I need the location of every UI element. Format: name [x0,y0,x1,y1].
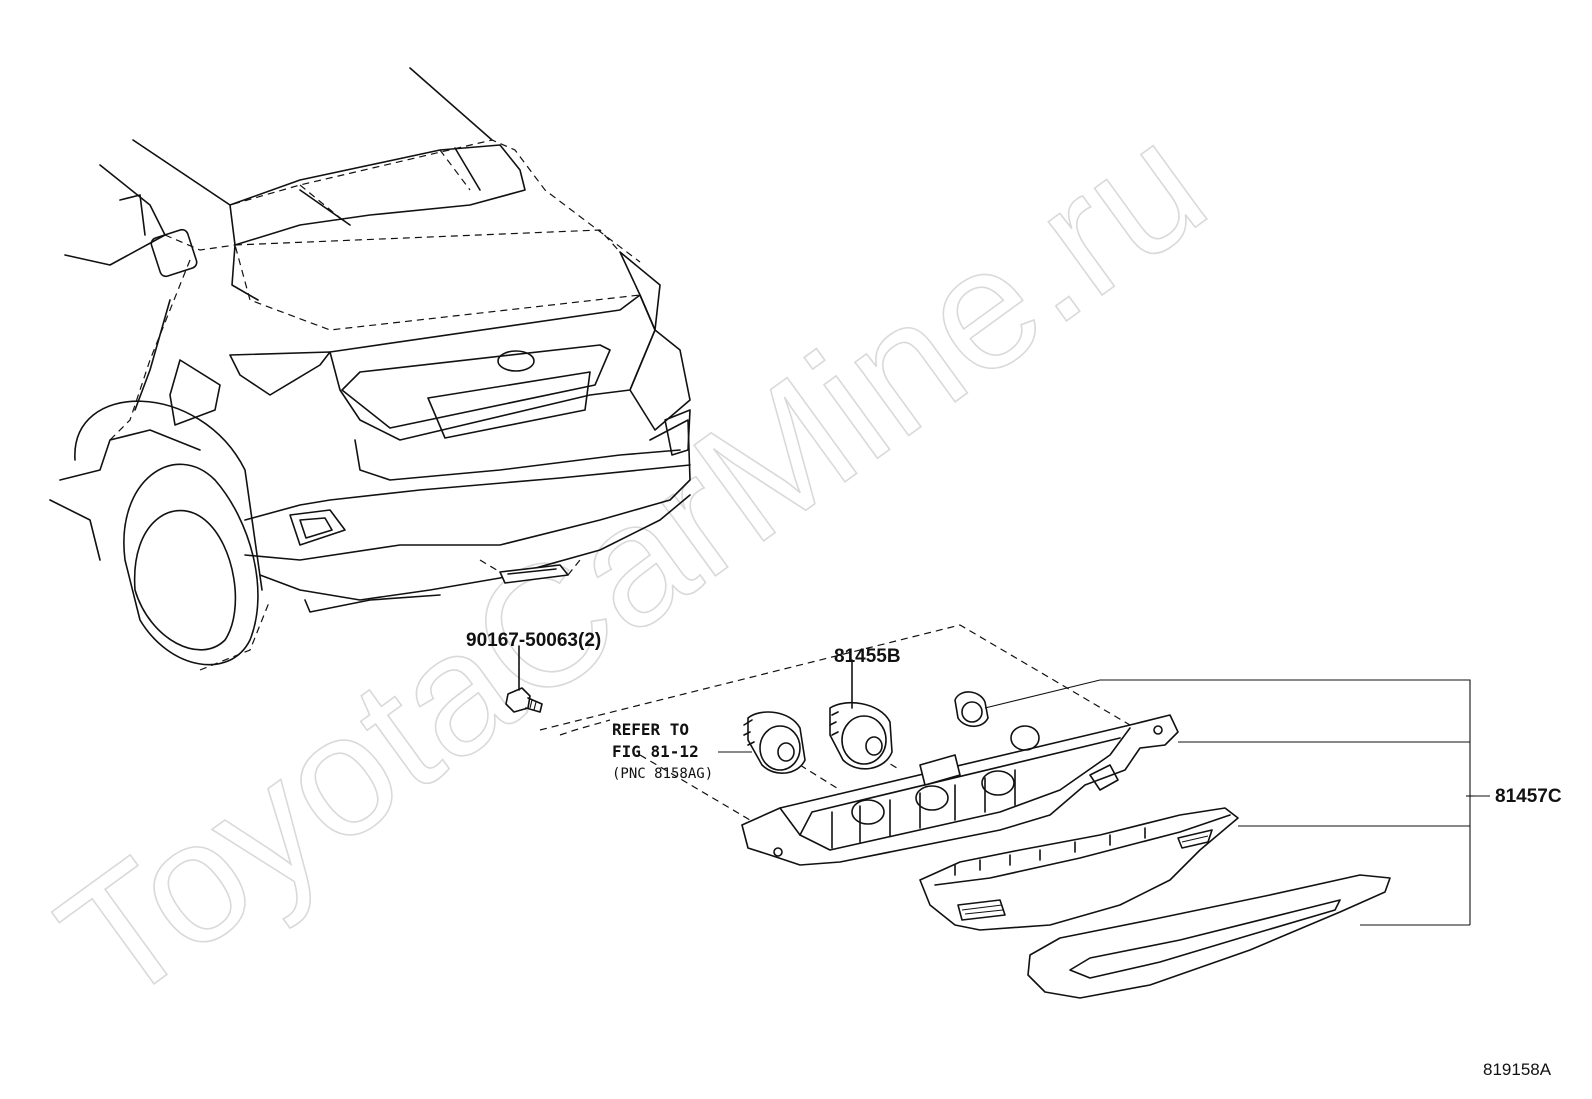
outer-cover-shape [1027,874,1391,999]
lamp-housing-shape [741,714,1179,866]
refer-text-line2: FIG 81-12 [612,742,699,761]
refer-text-line3: (PNC 8158AG) [612,766,714,782]
socket-part-number: 81455B [834,646,901,667]
refer-text-line1: REFER TO [612,720,690,739]
bolt-part-shape [505,645,543,713]
socket-shape-2 [829,659,893,770]
socket-shape-1 [743,711,806,774]
bolt-part-number: 90167-50063(2) [466,630,602,651]
leader-lines [718,679,1490,926]
cap-shape [954,691,989,728]
lamp-assembly-part-number: 81457C [1495,786,1562,807]
lamp-lens-shape [919,807,1239,931]
diagram-code: 819158A [1483,1060,1552,1079]
